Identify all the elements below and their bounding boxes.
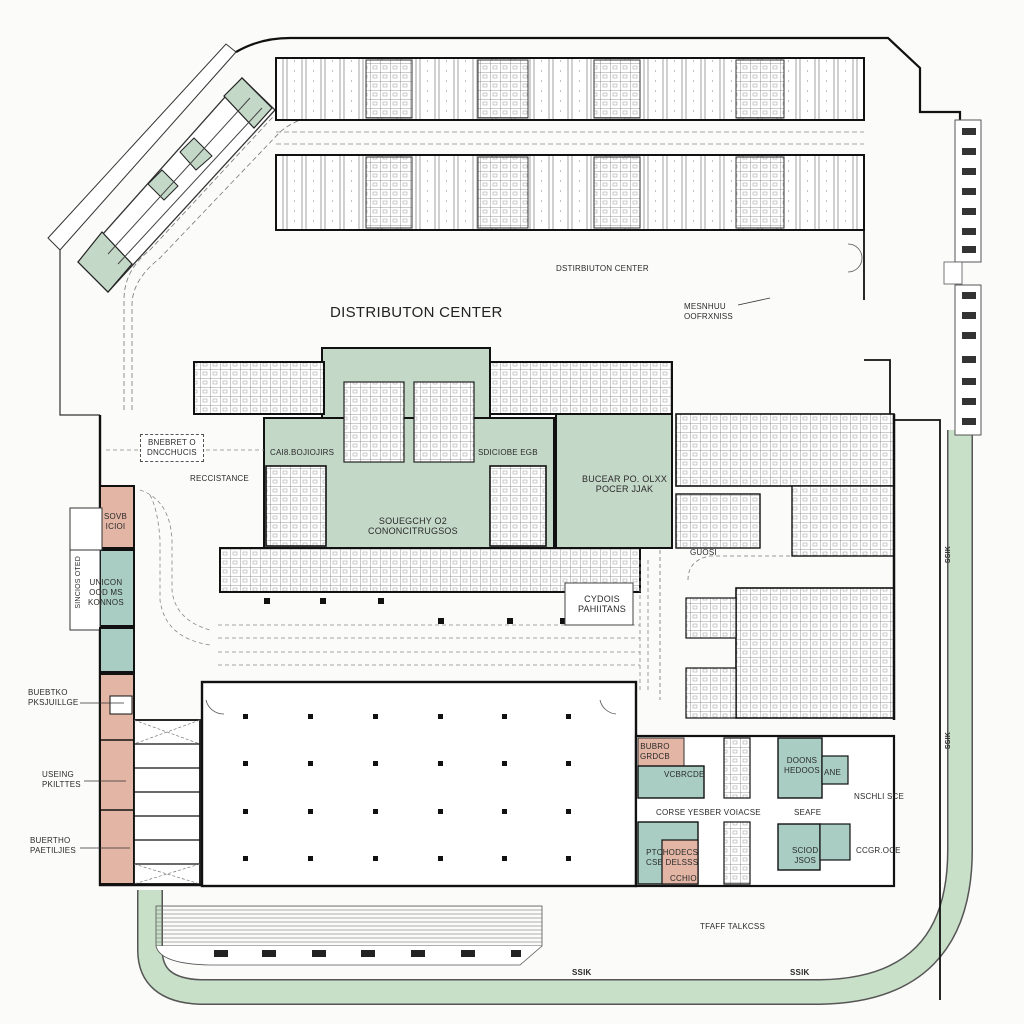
office-corridor-label: CORSE YESBER VOIACSE	[656, 808, 761, 817]
east-parking-strip	[943, 119, 982, 436]
south-loading-dock	[155, 905, 543, 966]
north-racking-block-1	[275, 57, 865, 121]
salmon-room-label: SOVB ICIOI	[104, 512, 128, 531]
callout-left-1: BUEBTKO PKSJUILLGE	[28, 688, 79, 707]
callout-right: MESNHUU OOFRXNISS	[684, 302, 733, 321]
callout-left-3: BUERTHO PAETILJIES	[30, 836, 76, 855]
cydois-label: CYDOIS PAHIITANS	[578, 594, 626, 614]
structural-columns-mid	[264, 598, 566, 624]
east-hall-label: SDICIOBE EGB	[478, 448, 538, 457]
office-bottom-teal-label: SCIOD JSOS	[792, 846, 819, 865]
west-hall-label: CAI8.BOJIOJIRS	[270, 448, 335, 457]
path-marker-4: SSIK	[945, 732, 952, 750]
dashed-zone-label: BNEBRET O DNCCHUCIS	[140, 434, 204, 462]
reception-label: RECCISTANCE	[190, 474, 249, 483]
office-bottom-left-label: PTCHODECS CSE DELSSS	[646, 848, 699, 867]
office-side-label: NSCHLI SCE	[854, 792, 905, 801]
path-marker-2: SSIK	[790, 968, 810, 977]
path-marker-1: SSIK	[572, 968, 592, 977]
plan-subtitle: DSTIRBIUTON CENTER	[556, 264, 649, 273]
east-storage-racks	[659, 413, 896, 720]
central-hall-label: SOUEGCHY O2 CONONCITRUGSOS	[368, 516, 458, 536]
office-room-teal-1-label: VCBRCDE	[664, 770, 705, 779]
perimeter-walkway	[137, 430, 973, 1005]
north-outer-wall	[235, 36, 962, 120]
office-block	[634, 734, 896, 888]
office-bottom-salmon-label: CCHIO	[670, 874, 697, 883]
office-room-salmon-label: BUBRO GRDCB	[640, 742, 670, 761]
teal-room-label: UNICON OOD MS KONNOS	[88, 578, 124, 607]
central-storage-complex	[193, 347, 673, 593]
aisle-markings	[106, 449, 649, 690]
north-racking-block-2	[275, 154, 865, 231]
office-ane-label: ANE	[824, 768, 842, 777]
guosi-label: GUOSI	[690, 548, 717, 557]
path-marker-3: SSIK	[945, 546, 952, 564]
callout-left-2: USEING PKILTTES	[42, 770, 81, 789]
cydois-box-outline	[564, 582, 634, 626]
office-room-teal-2-label: DOONS HEDOOS	[784, 756, 820, 775]
staff-access-label: TFAFF TALKCSS	[700, 922, 765, 931]
office-corridor-east-label: CCGR.OCE	[856, 846, 901, 855]
large-green-room-label: BUCEAR PO. OLXX POCER JJAK	[582, 474, 668, 494]
plan-title: DISTRIBUTON CENTER	[330, 304, 503, 321]
west-service-rooms	[69, 485, 201, 885]
office-safe-label: SEAFE	[794, 808, 822, 817]
northwest-loading-bay	[47, 43, 860, 416]
